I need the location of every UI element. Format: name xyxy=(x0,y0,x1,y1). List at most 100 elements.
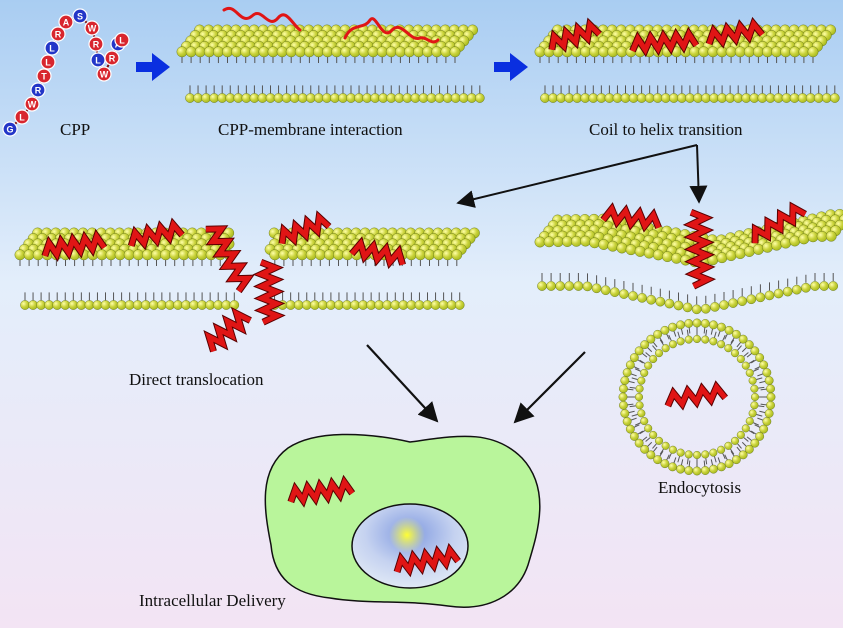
lipid-head xyxy=(257,93,268,103)
lipid-head xyxy=(701,450,710,459)
lipid-tail xyxy=(717,457,721,464)
blue-arrow-1 xyxy=(136,53,170,81)
lipid-tail xyxy=(659,450,664,457)
lipid-head xyxy=(764,376,774,385)
lipid-head xyxy=(634,346,644,356)
lipid-head xyxy=(132,249,144,261)
lipid-head xyxy=(660,459,670,469)
lipid-head xyxy=(629,353,639,363)
helix-layer xyxy=(41,201,807,578)
lipid-head xyxy=(367,46,379,58)
lipid-head xyxy=(741,424,750,433)
lipid-tail xyxy=(730,337,735,344)
lipid-head xyxy=(358,46,370,58)
lipid-head xyxy=(410,93,421,103)
lipid-head xyxy=(293,300,304,310)
lipid-head xyxy=(655,349,664,358)
lipid-head xyxy=(805,93,816,103)
lipid-head xyxy=(676,320,685,330)
lipid-tail xyxy=(713,331,717,338)
lipid-head xyxy=(173,300,183,310)
peptide-residue-letter: R xyxy=(93,40,100,50)
lipid-tail xyxy=(758,386,765,389)
peptide-residue: W xyxy=(96,66,112,82)
lipid-head xyxy=(269,249,281,261)
lipid-head xyxy=(418,93,429,103)
lipid-head xyxy=(309,300,320,310)
peptide-residue: A xyxy=(58,14,74,30)
lipid-head xyxy=(625,244,637,256)
helix-peptide xyxy=(751,201,807,244)
lipid-head xyxy=(598,239,610,250)
peptide-residue: W xyxy=(84,20,100,36)
lipid-head xyxy=(619,400,628,410)
lipid-head xyxy=(52,300,63,310)
lipid-head xyxy=(733,93,744,103)
lipid-head xyxy=(414,249,426,261)
peptide-residue: L xyxy=(114,32,130,48)
lipid-head xyxy=(640,444,650,454)
cell xyxy=(264,433,541,608)
lipid-head xyxy=(326,300,336,310)
lipid-head xyxy=(580,235,591,247)
blue-arrow-2 xyxy=(494,53,528,81)
peptide-residue: L xyxy=(90,52,106,68)
lipid-tail xyxy=(743,437,749,442)
lipid-head xyxy=(36,300,46,310)
lipid-head xyxy=(334,300,344,310)
peptide-residue-letter: L xyxy=(49,44,55,54)
lipid-head xyxy=(635,393,644,402)
lipid-head xyxy=(660,93,671,103)
lipid-head xyxy=(640,340,650,350)
lipid-head xyxy=(607,46,619,58)
lipid-tail xyxy=(645,352,651,357)
lipid-head xyxy=(165,300,175,310)
lipid-head xyxy=(717,93,727,103)
lipid-head xyxy=(730,436,739,445)
lipid-head xyxy=(413,46,424,58)
lipid-tail xyxy=(634,422,641,426)
lipid-head xyxy=(738,334,748,344)
lipid-head xyxy=(414,300,425,310)
lipid-head xyxy=(201,93,211,103)
lipid-head xyxy=(178,249,190,261)
lipid-head xyxy=(354,93,364,103)
lipid-head xyxy=(582,281,593,292)
peptide-residue-letter: L xyxy=(95,56,101,66)
lipid-tail xyxy=(652,345,657,351)
lipid-tail xyxy=(741,441,747,447)
lipid-head xyxy=(746,294,757,305)
lipid-tail xyxy=(686,329,689,336)
lipid-tail xyxy=(633,366,640,370)
lipid-head xyxy=(374,300,385,310)
lipid-head xyxy=(44,300,54,310)
lipid-head xyxy=(759,360,769,370)
lipid-tail xyxy=(645,437,651,442)
lipid-tail xyxy=(730,450,735,457)
peptide-residue: G xyxy=(2,121,18,137)
lipid-head xyxy=(474,93,485,103)
lipid-head xyxy=(458,93,469,103)
lipid-head xyxy=(225,93,236,103)
lipid-head xyxy=(741,361,750,370)
lipid-head xyxy=(750,401,759,410)
lipid-head xyxy=(655,436,664,445)
lipid-tail xyxy=(753,422,760,426)
lipid-head xyxy=(240,46,252,58)
lipid-head xyxy=(185,93,195,103)
lipid-head xyxy=(620,409,630,418)
lipid-head xyxy=(644,93,655,103)
lipid-head xyxy=(664,298,675,309)
label-coil-to-helix: Coil to helix transition xyxy=(589,120,743,139)
lipid-head xyxy=(676,337,685,346)
lipid-head xyxy=(294,46,306,58)
lipid-head xyxy=(620,93,631,103)
lipid-head xyxy=(701,335,710,344)
lipid-head xyxy=(734,248,746,260)
lipid-tail xyxy=(746,436,753,442)
lipid-tail xyxy=(748,430,755,435)
lipid-head xyxy=(701,93,711,103)
lipid-head xyxy=(766,400,775,410)
